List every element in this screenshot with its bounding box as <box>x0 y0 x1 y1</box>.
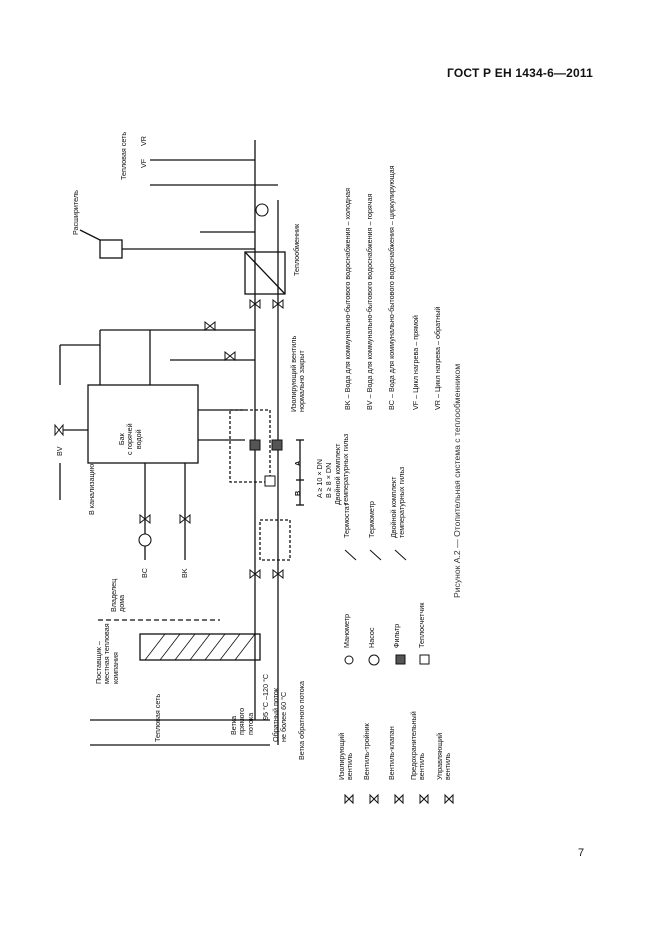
legend-filter: Фильтр <box>392 623 401 648</box>
thermometer-icon <box>369 549 382 561</box>
legend-code-vf: VF – Цикл нагрева – прямой <box>411 315 420 410</box>
isolating-valve-note: Изолирующий вентиль нормально закрыт <box>289 335 307 412</box>
b-mark: B <box>293 490 302 496</box>
document-header: ГОСТ Р ЕН 1434-6—2011 <box>447 66 593 80</box>
supplier-label: Поставщик – местная тепловая компания <box>94 623 120 684</box>
filter-icon <box>271 439 283 451</box>
valve-icon <box>54 423 64 437</box>
sewer-label: В канализацию <box>87 463 96 515</box>
return-branch-label: Ветка обратного потока <box>297 680 306 760</box>
filter-icon <box>249 439 261 451</box>
legend-check-valve: Вентиль-клапан <box>387 726 396 780</box>
legend-code-bv: BV – Вода для коммунально-бытового водос… <box>365 193 374 410</box>
legend-three-way-valve: Вентиль-тройник <box>362 723 371 780</box>
heat-network-label: Тепловая сеть <box>153 693 162 742</box>
supplier-block <box>139 633 261 661</box>
pump-icon <box>255 203 269 217</box>
heat-meter-icon <box>264 475 276 487</box>
valve-icon <box>179 513 191 525</box>
bv-label: BV <box>55 446 64 456</box>
safety-valve-icon <box>419 793 429 805</box>
thermostat-icon <box>344 549 357 561</box>
isolating-valve-icon <box>344 793 354 805</box>
valve-icon <box>272 568 284 580</box>
dual-sleeves-icon <box>394 549 407 561</box>
legend-manometer: Манометр <box>342 613 351 648</box>
vf-label: VF <box>139 158 148 168</box>
pump-legend-icon <box>368 654 380 666</box>
owner-label: Владелец дома <box>109 578 127 612</box>
supply-branch-label: Ветка прямого потока <box>229 707 255 735</box>
exchanger-label: Теплообменник <box>292 223 301 276</box>
heat-network-right-label: Тепловая сеть <box>119 131 128 180</box>
control-valve-icon <box>444 793 454 805</box>
valve-icon <box>139 513 151 525</box>
manometer-icon <box>344 655 354 665</box>
pump-icon <box>138 533 152 547</box>
legend-code-bc: BC – Вода для коммунально-бытового водос… <box>387 165 396 410</box>
vr-label: VR <box>139 136 148 146</box>
legend-dual-sleeves: Двойной комплект температурных гильз <box>389 466 407 538</box>
check-valve-icon <box>394 793 404 805</box>
temp-return-label: Обратный поток не более 60 °C <box>271 687 289 742</box>
filter-legend-icon <box>395 654 406 665</box>
hot-water-tank <box>87 384 199 464</box>
legend-code-bk: BK – Вода для коммунально-бытового водос… <box>343 188 352 410</box>
legend-safety-valve: Предохранительный вентиль <box>409 711 427 780</box>
temp-supply-label: 95 °C –120 °C <box>261 673 270 720</box>
valve-icon <box>272 298 284 310</box>
expansion-label: Расширитель <box>71 190 80 235</box>
legend-control-valve: Управляющий вентиль <box>435 732 453 780</box>
heat-meter-legend-icon <box>419 654 430 665</box>
legend-heat-meter: Теплосчетчик <box>417 602 426 648</box>
a-mark: A <box>293 460 302 466</box>
three-way-valve-icon <box>369 793 379 805</box>
valve-icon <box>249 568 261 580</box>
legend-pump: Насос <box>367 627 376 648</box>
bc-label: BC <box>140 568 149 578</box>
legend-code-vr: VR – Цикл нагрева – обратный <box>433 306 442 410</box>
legend-thermostat: Термостат <box>342 503 351 538</box>
expansion-vessel <box>99 239 123 259</box>
page-number: 7 <box>578 847 585 859</box>
valve-icon <box>249 298 261 310</box>
legend-thermometer: Термометр <box>367 501 376 538</box>
valve-icon <box>204 320 216 332</box>
valve-icon <box>224 350 236 362</box>
heat-exchanger <box>244 251 286 295</box>
dual-set-label: Двойной комплект температурных гильз <box>333 433 351 505</box>
figure-caption: Рисунок А.2 — Отопительная система с теп… <box>452 363 462 598</box>
bk-label: BK <box>180 568 189 578</box>
legend-isolating-valve: Изолирующий вентиль <box>337 732 355 780</box>
tank-label: Бак с горячей водой <box>117 423 143 455</box>
